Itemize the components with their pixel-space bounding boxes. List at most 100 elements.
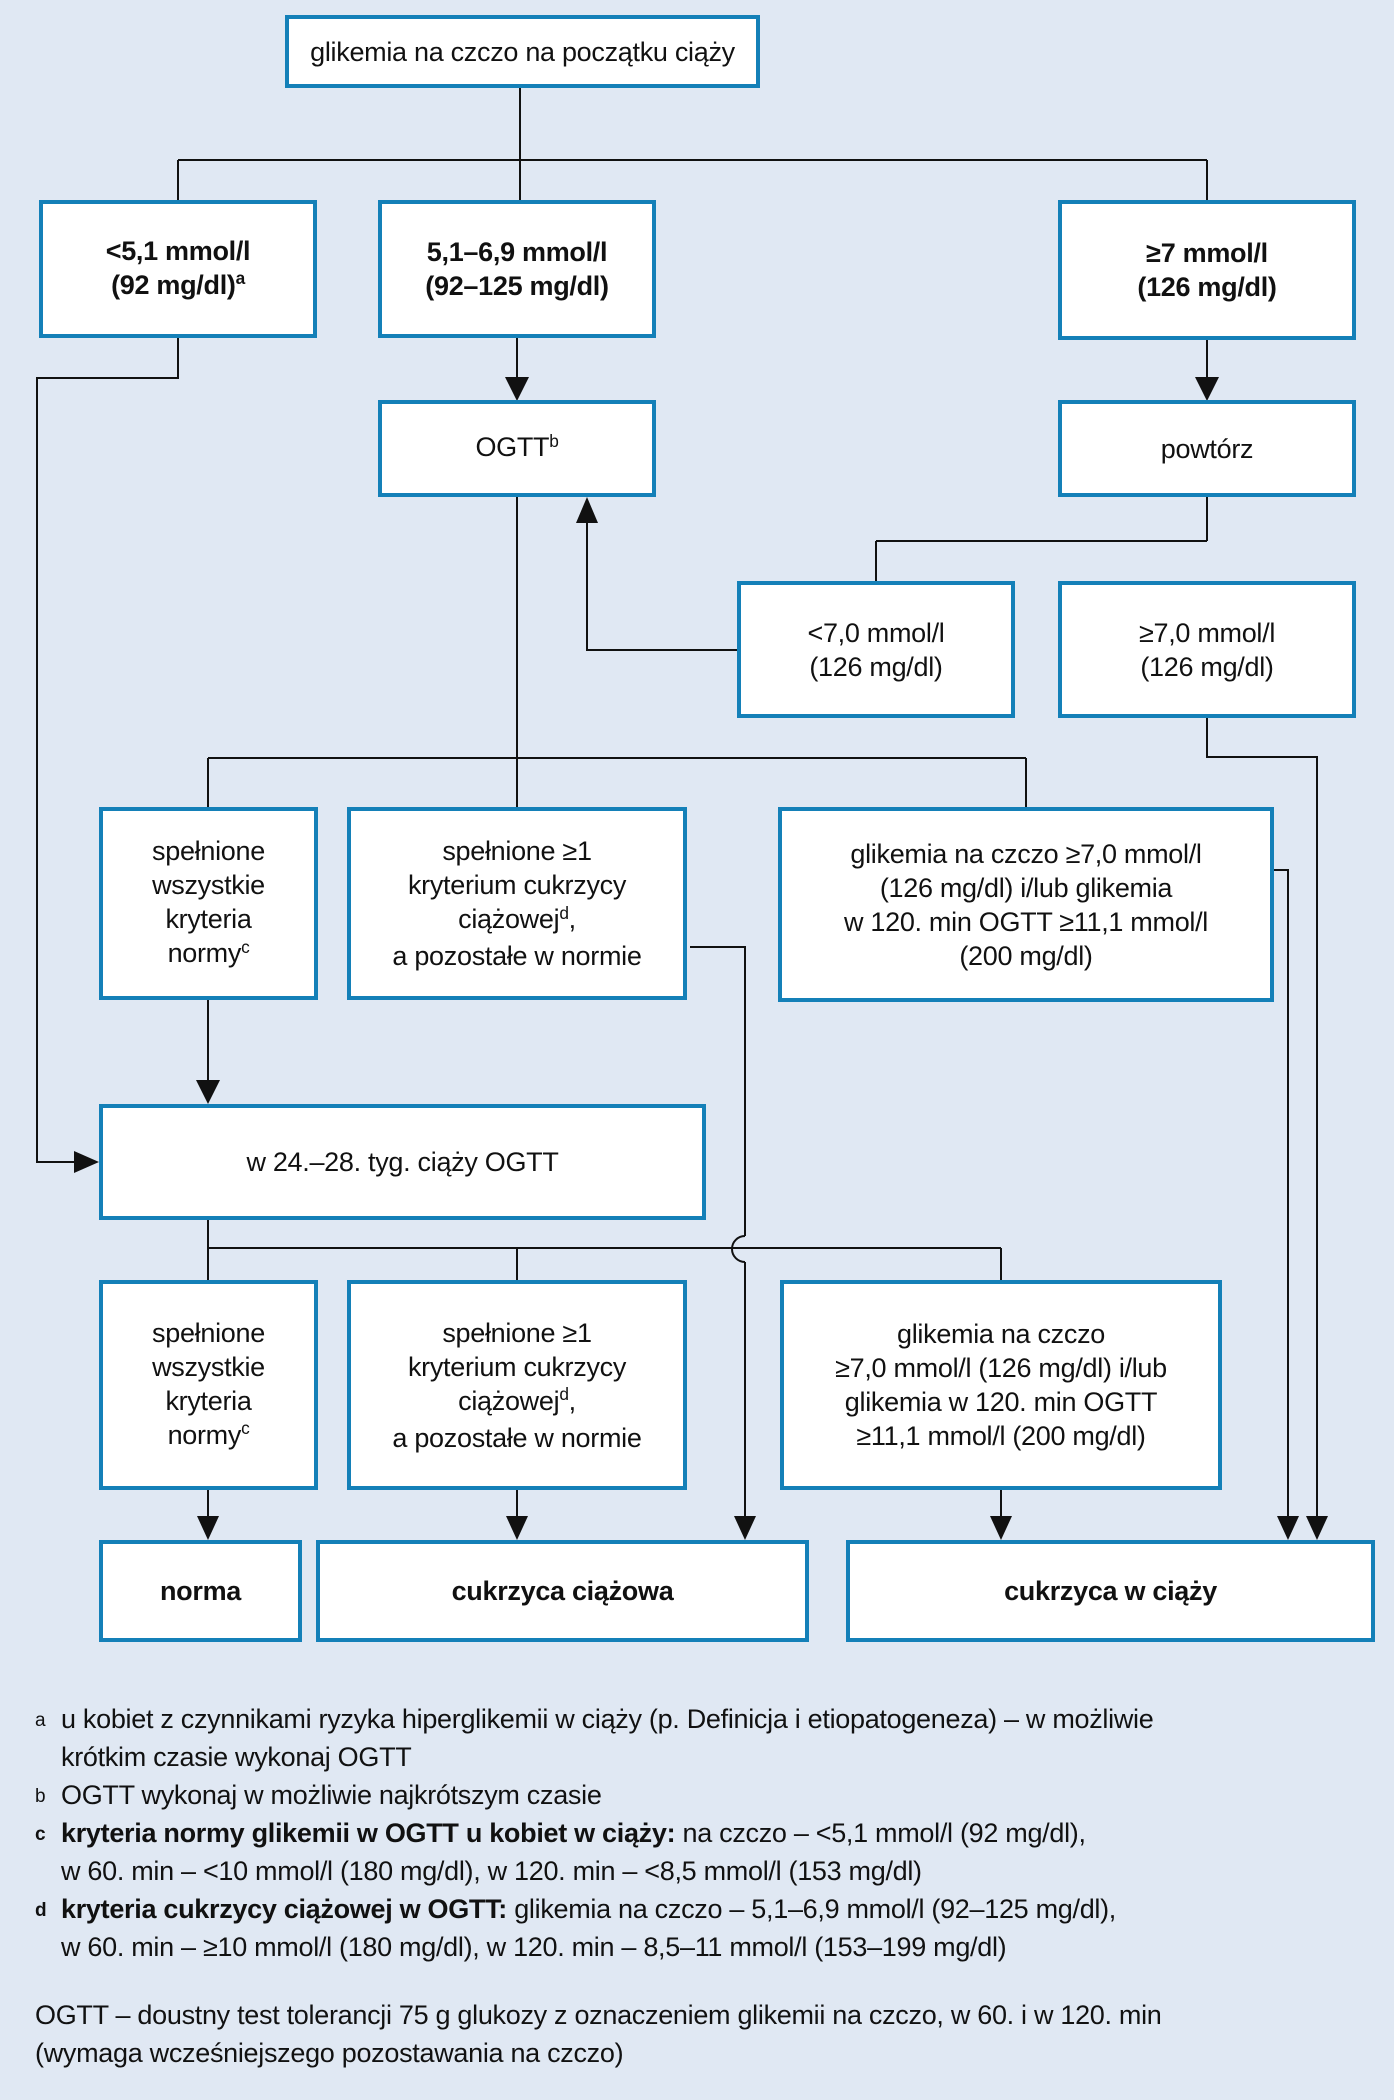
node-gdm-criteria-2: spełnione ≥1 kryterium cukrzycy ciążowej… [347, 1280, 687, 1490]
gdm1-line1: spełnione ≥1 [442, 836, 592, 866]
node-ogtt-24-28: w 24.–28. tyg. ciąży OGTT [99, 1104, 706, 1220]
footnote-a-marker: a [35, 1710, 46, 1731]
node-mid-line1: 5,1–6,9 mmol/l [426, 237, 608, 267]
footnote-a-line1: u kobiet z czynnikami ryzyka hiperglikem… [61, 1704, 1154, 1734]
node-result-norma: norma [99, 1540, 302, 1642]
dm1-line2: (126 mg/dl) i/lub glikemia [879, 872, 1173, 903]
footnote-b-line1: OGTT wykonaj w możliwie najkrótszym czas… [61, 1780, 602, 1810]
footnote-d-line2: w 60. min – ≥10 mmol/l (180 mg/dl), w 12… [61, 1932, 1007, 1962]
node-dm-criteria-2: glikemia na czczo ≥7,0 mmol/l (126 mg/dl… [780, 1280, 1222, 1490]
gdm2-sup: d [559, 1384, 569, 1404]
footnote-c-marker: c [35, 1824, 46, 1845]
node-repeat-low: <7,0 mmol/l (126 mg/dl) [737, 581, 1015, 718]
arrowhead-repeathigh-into-result [1306, 1516, 1328, 1540]
node-start-label: glikemia na czczo na początku ciąży [310, 36, 735, 67]
node-gdm-criteria-1: spełnione ≥1 kryterium cukrzycy ciążowej… [347, 807, 687, 1000]
node-result-dm: cukrzyca w ciąży [846, 1540, 1375, 1642]
footnote-a: a u kobiet z czynnikami ryzyka hiperglik… [35, 1700, 1365, 1776]
node-result-gdm: cukrzyca ciążowa [316, 1540, 809, 1642]
arrowhead-into-gdm-result [506, 1516, 528, 1540]
node-low-sup: a [235, 268, 246, 288]
footnote-a-line2: krótkim czasie wykonaj OGTT [61, 1742, 412, 1772]
footnote-b: b OGTT wykonaj w możliwie najkrótszym cz… [35, 1776, 1365, 1814]
arrowhead-into-norma [197, 1516, 219, 1540]
footnote-c-bold: kryteria normy glikemii w OGTT u kobiet … [61, 1818, 676, 1848]
dm1-line4: (200 mg/dl) [959, 940, 1093, 971]
arrowhead-into-ogtt-top [505, 377, 529, 401]
connector-repeatlow-to-ogtt [586, 523, 737, 651]
norm1-line4: normy [167, 938, 242, 968]
node-repeat: powtórz [1058, 400, 1356, 497]
node-ogtt-sup: b [549, 430, 559, 451]
ogtt-legend-line1: OGTT – doustny test tolerancji 75 g gluk… [35, 2000, 1162, 2030]
footnote-d-bold: kryteria cukrzycy ciążowej w OGTT: [61, 1894, 507, 1924]
result-norma-label: norma [159, 1576, 242, 1606]
norm2-sup: c [241, 1418, 250, 1438]
node-mid-line2: (92–125 mg/dl) [425, 271, 609, 301]
dm1-line3: w 120. min OGTT ≥11,1 mmol/l [843, 906, 1209, 937]
node-repeat-high: ≥7,0 mmol/l (126 mg/dl) [1058, 581, 1356, 718]
norm1-line3: kryteria [165, 904, 252, 934]
gdm2-line2: kryterium cukrzycy [407, 1351, 627, 1382]
node-norm-criteria-1: spełnione wszystkie kryteria normyc [99, 807, 318, 1000]
node-mid: 5,1–6,9 mmol/l (92–125 mg/dl) [378, 200, 656, 338]
node-repeat-label: powtórz [1160, 433, 1254, 464]
norm2-line2: wszystkie [152, 1351, 265, 1382]
footnote-c-line2: w 60. min – <10 mmol/l (180 mg/dl), w 12… [61, 1856, 922, 1886]
dm2-line3: glikemia w 120. min OGTT [844, 1387, 1158, 1417]
gdm2-line4: a pozostałe w normie [392, 1422, 642, 1453]
dm2-line2: ≥7,0 mmol/l (126 mg/dl) i/lub [835, 1353, 1167, 1383]
connector-repeat-split [875, 497, 1208, 581]
result-dm-label: cukrzyca w ciąży [1004, 1576, 1217, 1606]
node-repeat-high-line2: (126 mg/dl) [1140, 651, 1274, 682]
dm2-line4: ≥11,1 mmol/l (200 mg/dl) [856, 1421, 1146, 1451]
footnote-d-marker: d [35, 1900, 47, 1921]
node-ogtt: OGTTb [378, 400, 656, 497]
node-norm-criteria-2: spełnione wszystkie kryteria normyc [99, 1280, 318, 1490]
node-high-line1: ≥7 mmol/l [1146, 238, 1268, 268]
result-gdm-label: cukrzyca ciążowa [451, 1576, 674, 1606]
connector-repeathigh-rail [1206, 718, 1318, 1516]
gdm1-line3-post: , [568, 904, 577, 934]
node-high-line2: (126 mg/dl) [1137, 272, 1277, 302]
node-repeat-high-line1: ≥7,0 mmol/l [1138, 617, 1276, 648]
node-start: glikemia na czczo na początku ciąży [285, 15, 760, 88]
gdm2-line3: ciążowej [458, 1385, 560, 1416]
arrowhead-into-ogtt-bottom [576, 497, 598, 523]
ogtt-24-28-label: w 24.–28. tyg. ciąży OGTT [246, 1147, 559, 1177]
footnotes: a u kobiet z czynnikami ryzyka hiperglik… [35, 1700, 1365, 2072]
arrowhead-into-ogtt24-top [196, 1080, 220, 1104]
arrowhead-into-repeat-top [1195, 377, 1219, 401]
footnote-b-marker: b [35, 1786, 46, 1807]
norm1-line2: wszystkie [152, 870, 265, 900]
arrowhead-gdm1-into-result [734, 1516, 756, 1540]
connector-left-rail [36, 338, 179, 1163]
footnote-d: d kryteria cukrzycy ciążowej w OGTT: gli… [35, 1890, 1365, 1966]
ogtt-legend-line2: (wymaga wcześniejszego pozostawania na c… [35, 2038, 624, 2068]
connector-dm1-rail [1274, 869, 1289, 1516]
dm1-line1: glikemia na czczo ≥7,0 mmol/l [850, 838, 1202, 869]
gdm1-line3: ciążowej [458, 904, 560, 934]
node-repeat-low-line2: (126 mg/dl) [809, 651, 943, 682]
norm1-line1: spełnione [152, 836, 265, 866]
dm2-line1: glikemia na czczo [897, 1319, 1105, 1349]
connector-gdm1-rail [690, 946, 746, 1236]
norm2-line1: spełnione [152, 1317, 265, 1348]
footnote-c: c kryteria normy glikemii w OGTT u kobie… [35, 1814, 1365, 1890]
connector-dist1 [207, 757, 1027, 807]
arrowhead-dm2-into-result [990, 1516, 1012, 1540]
footnote-c-rest: na czczo – <5,1 mmol/l (92 mg/dl), [675, 1818, 1086, 1848]
arrowhead-dm1-into-result [1277, 1516, 1299, 1540]
node-low-line1: <5,1 mmol/l [105, 235, 251, 266]
gdm1-line2: kryterium cukrzycy [407, 870, 627, 900]
node-low: <5,1 mmol/l (92 mg/dl)a [39, 200, 317, 338]
node-dm-criteria-1: glikemia na czczo ≥7,0 mmol/l (126 mg/dl… [778, 807, 1274, 1002]
node-ogtt-label: OGTT [475, 432, 550, 462]
norm2-line3: kryteria [165, 1385, 252, 1416]
node-high: ≥7 mmol/l (126 mg/dl) [1058, 200, 1356, 340]
norm1-sup: c [241, 936, 250, 957]
gdm2-line3-post: , [568, 1385, 577, 1416]
gdm1-sup: d [559, 902, 569, 923]
